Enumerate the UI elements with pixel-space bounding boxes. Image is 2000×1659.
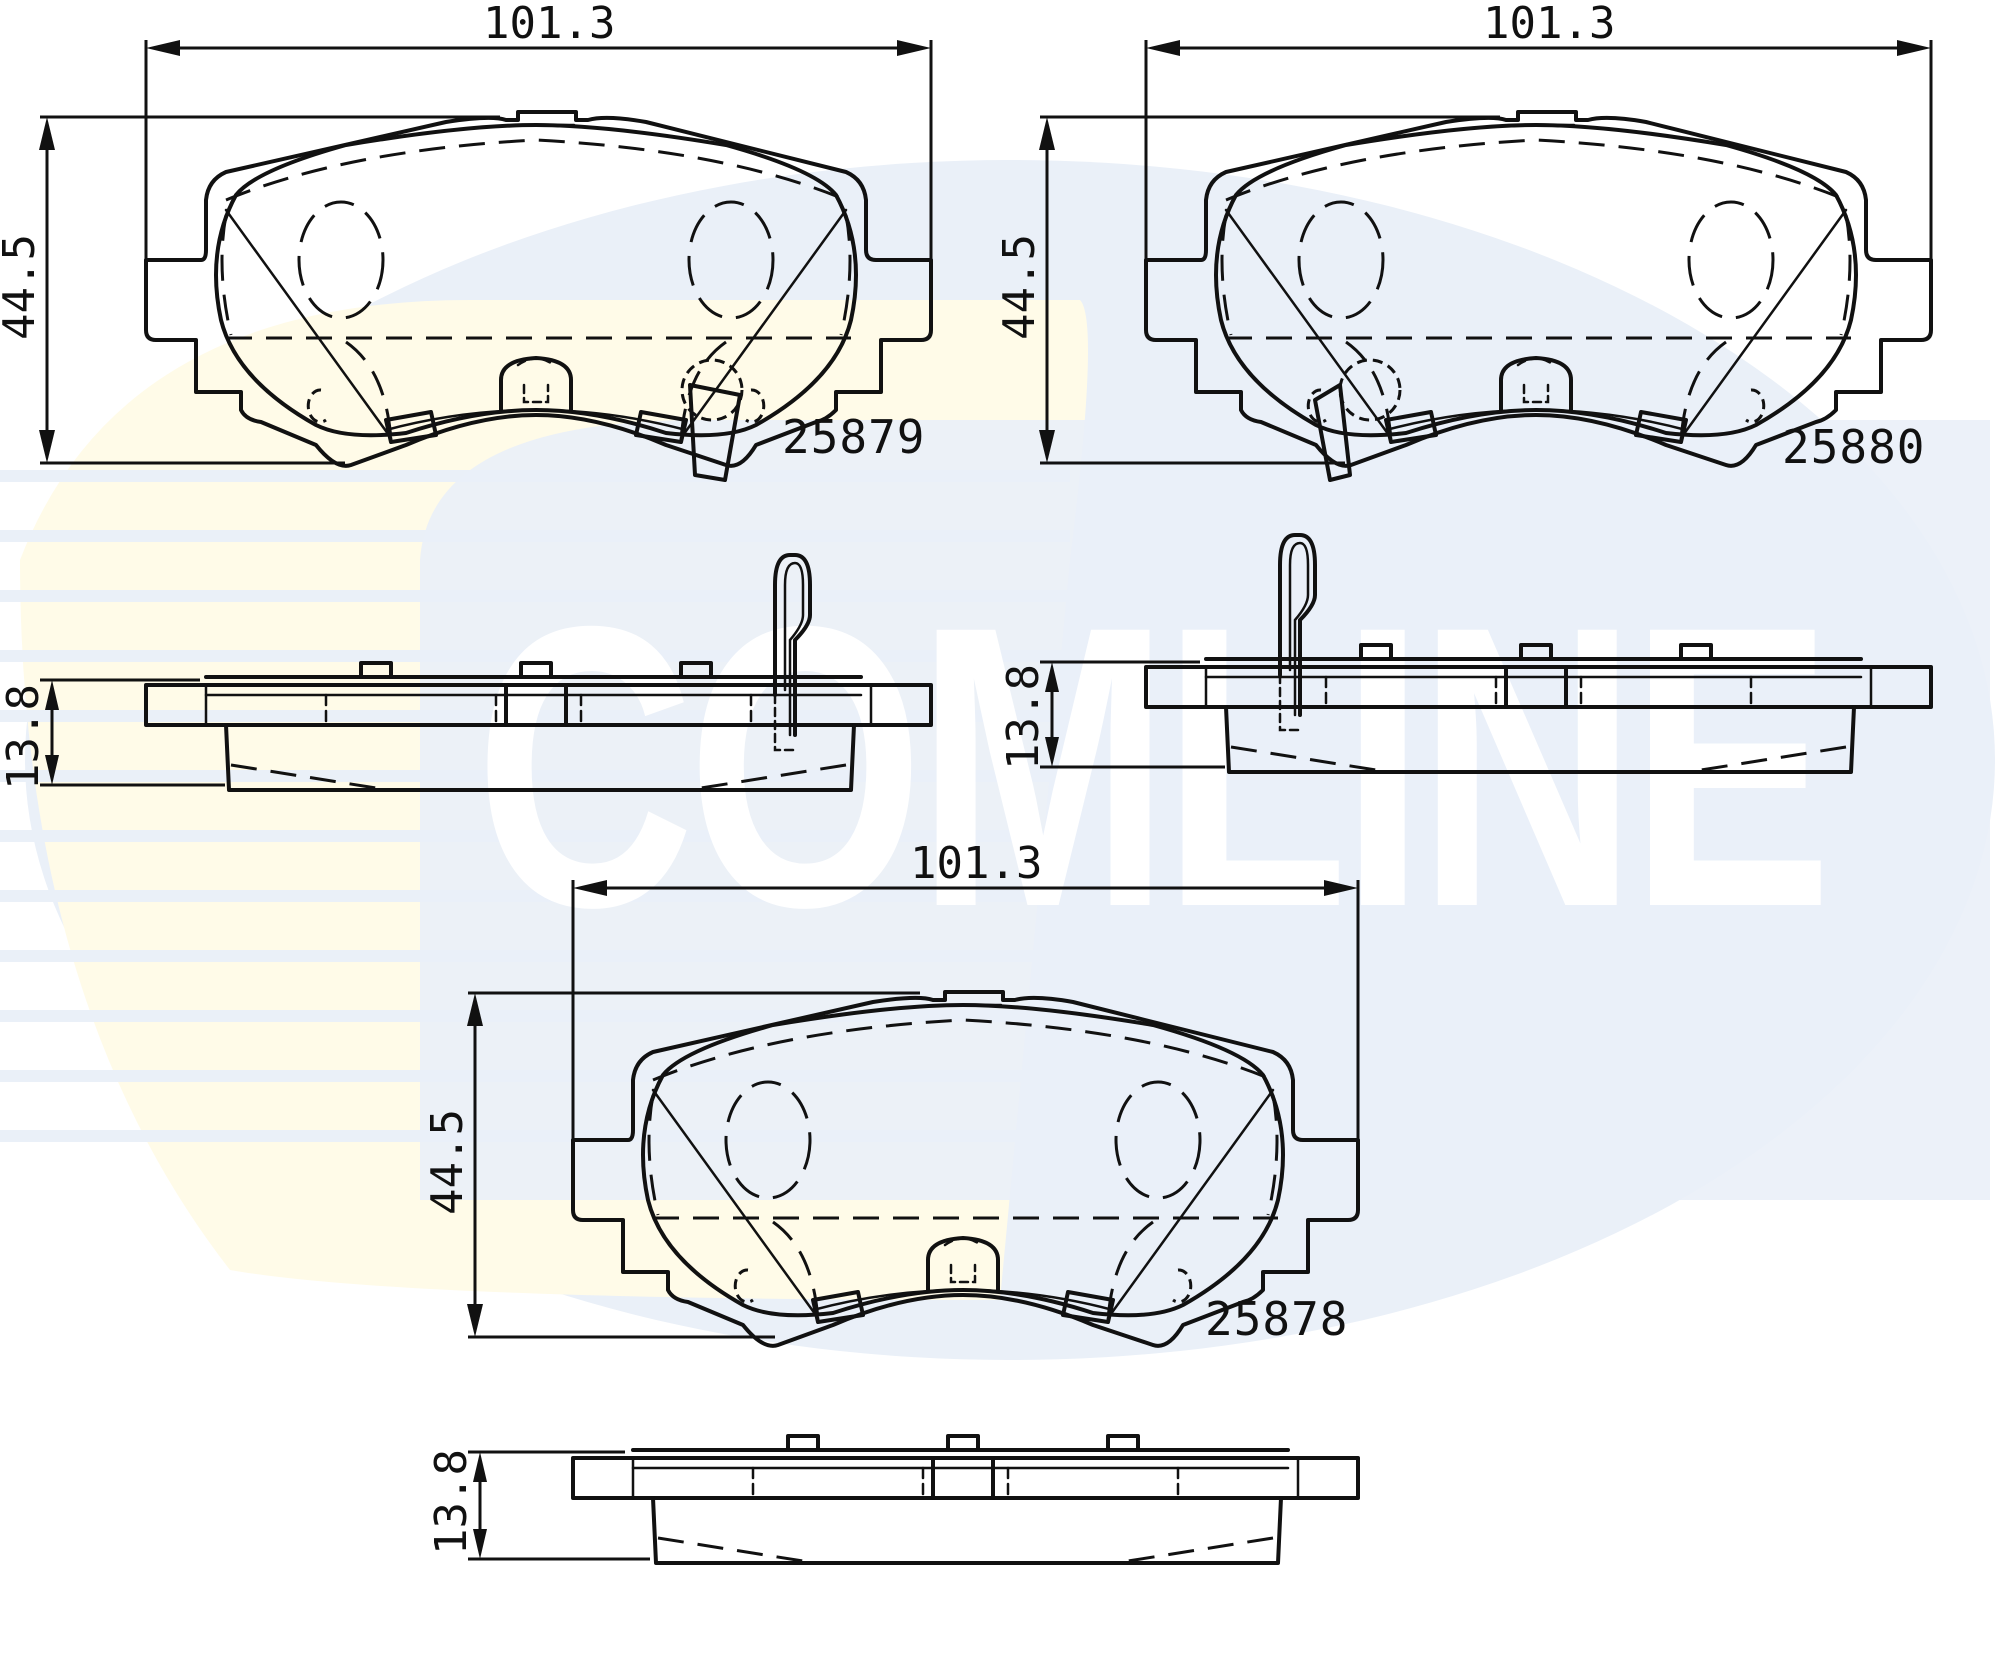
pad-front-view-25880: 101.3 44.5 25880	[994, 0, 1933, 482]
pad-front-view-25878: 101.3 44.5 25878	[422, 838, 1360, 1348]
part-number-label: 25878	[1205, 1292, 1348, 1346]
pad-front-view-25879: 101.3 44.5 25879	[0, 0, 933, 482]
part-number-label: 25879	[782, 410, 925, 464]
thickness-dimension-label: 13.8	[0, 684, 49, 790]
width-dimension-label: 101.3	[483, 0, 615, 49]
height-dimension-label: 44.5	[0, 234, 45, 340]
pad-side-view-25879: 13.8	[0, 553, 933, 792]
watermark-blue-cap	[420, 420, 1990, 1200]
comline-watermark: COMLINE	[0, 160, 1995, 1360]
thickness-dimension-label: 13.8	[998, 664, 1049, 770]
pad-side-view-25878: 13.8	[426, 1434, 1360, 1565]
thickness-dimension-label: 13.8	[426, 1449, 477, 1555]
width-dimension-label: 101.3	[1483, 0, 1615, 49]
height-dimension-label: 44.5	[994, 234, 1045, 340]
height-dimension-label: 44.5	[422, 1109, 473, 1215]
part-number-label: 25880	[1782, 420, 1925, 474]
width-dimension-label: 101.3	[910, 838, 1042, 889]
pad-side-view-25880: 13.8	[998, 533, 1933, 774]
